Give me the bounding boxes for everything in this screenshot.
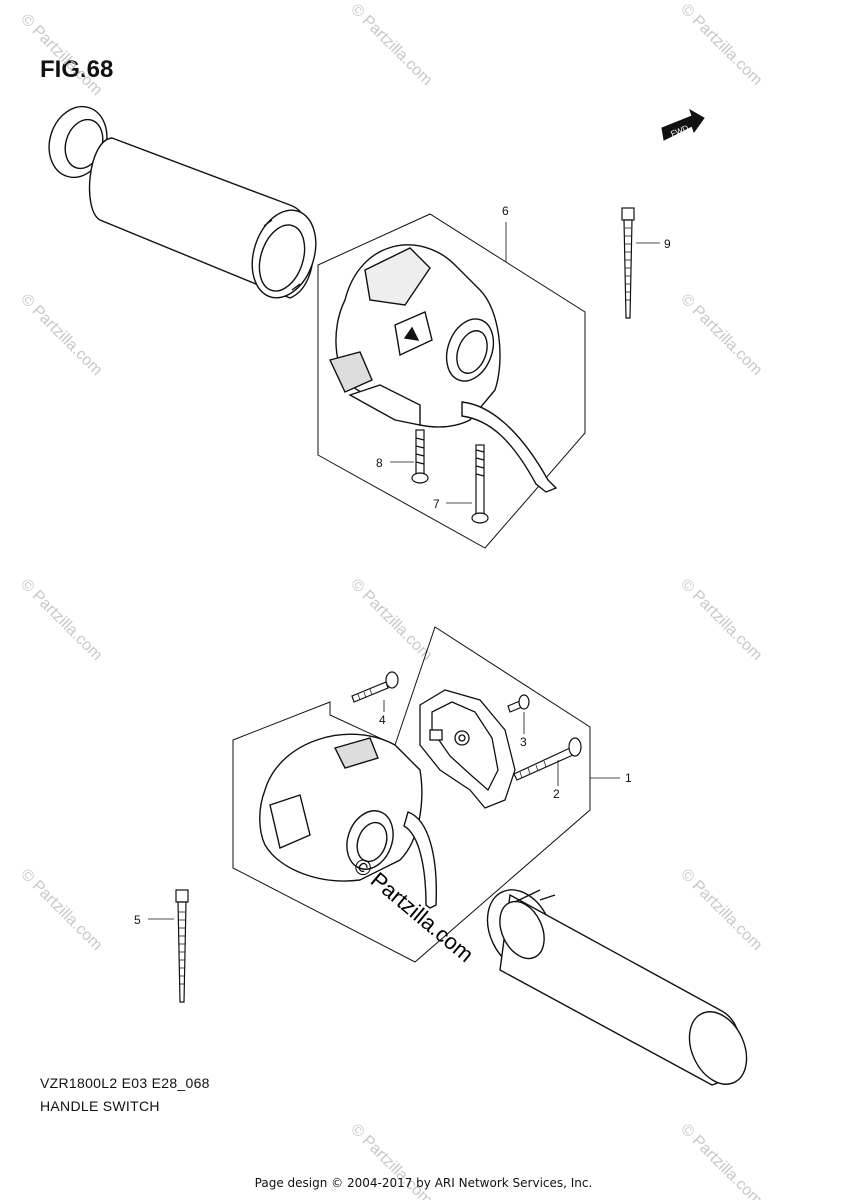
model-code: VZR1800L2 E03 E28_068 — [40, 1075, 210, 1091]
fwd-arrow-icon: FWD — [661, 108, 705, 141]
callout-label: 5 — [134, 913, 141, 927]
right-handle-switch — [329, 244, 558, 493]
watermark: © Partzilla.com — [677, 291, 765, 379]
callout-label: 8 — [376, 456, 383, 470]
callout-1: 1 — [590, 771, 632, 785]
left-handle-switch — [259, 733, 437, 909]
callout-label: 9 — [664, 237, 671, 251]
cable-tie-9: 9 — [621, 207, 671, 319]
left-handle-switch-box — [232, 626, 591, 963]
watermark: © Partzilla.com — [347, 576, 435, 664]
screw-8: 8 — [376, 429, 429, 484]
screw-7: 7 — [433, 444, 489, 524]
callout-label: 3 — [520, 735, 527, 749]
screw-3: 3 — [507, 694, 530, 749]
right-grip-assembly — [486, 889, 748, 1086]
watermark: © Partzilla.com — [17, 291, 105, 379]
figure-title: FIG.68 — [40, 56, 114, 83]
watermark: © Partzilla.com — [677, 576, 765, 664]
section-name: HANDLE SWITCH — [40, 1098, 160, 1114]
watermark: © Partzilla.com — [17, 576, 105, 664]
callout-label: 7 — [433, 497, 440, 511]
watermark: © Partzilla.com — [17, 866, 105, 954]
watermark-large: © Partzilla.com — [349, 853, 479, 967]
watermark: © Partzilla.com — [677, 866, 765, 954]
callout-6: 6 — [502, 204, 509, 262]
callout-label: 2 — [553, 787, 560, 801]
left-grip-assembly — [48, 105, 317, 299]
watermark: © Partzilla.com — [677, 1, 765, 89]
footer-copyright: Page design © 2004-2017 by ARI Network S… — [254, 1176, 593, 1190]
cable-tie-5: 5 — [134, 889, 189, 1003]
callout-label: 6 — [502, 204, 509, 218]
callout-label: 4 — [379, 713, 386, 727]
screw-4: 4 — [351, 671, 399, 727]
watermark: © Partzilla.com — [347, 1, 435, 89]
watermark: © Partzilla.com — [17, 11, 105, 99]
callout-label: 1 — [625, 771, 632, 785]
switch-housing-lower — [419, 689, 516, 809]
right-handle-switch-box — [317, 213, 586, 549]
screw-2: 2 — [513, 737, 582, 801]
